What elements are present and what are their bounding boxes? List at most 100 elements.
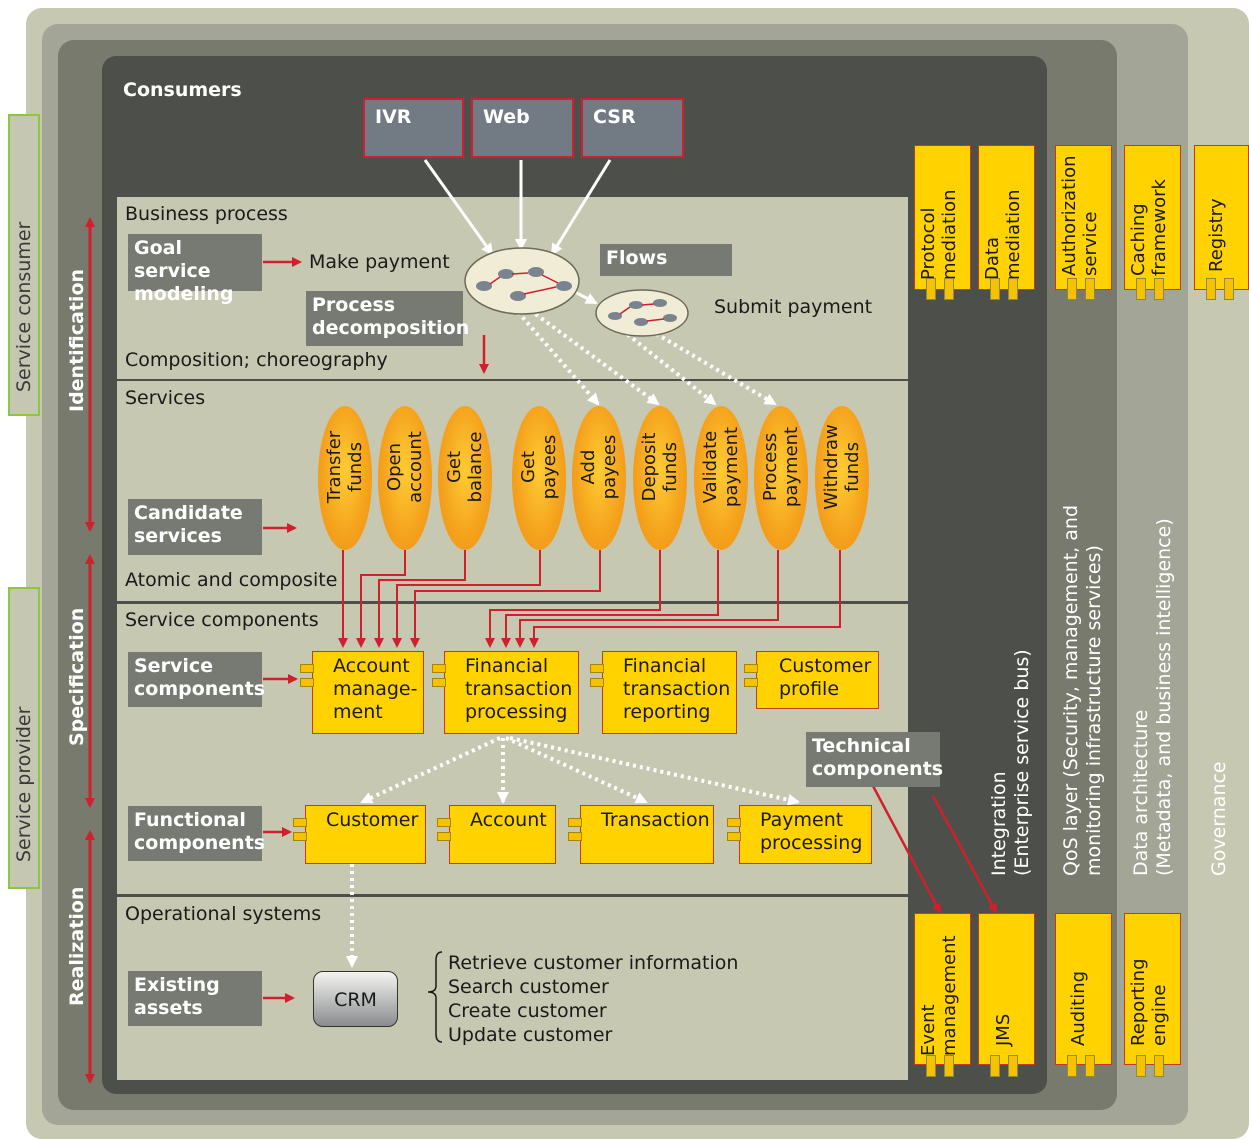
service-components-layer-label: Service components bbox=[125, 609, 319, 631]
data-architecture-label: Data architecture(Metadata, and business… bbox=[1130, 518, 1175, 876]
plug-icon bbox=[1067, 1055, 1077, 1077]
plug-icon bbox=[1154, 1055, 1164, 1077]
channel-web: Web bbox=[471, 98, 574, 158]
plug-icon bbox=[944, 278, 954, 300]
plug-icon bbox=[926, 278, 936, 300]
plug-icon bbox=[1067, 278, 1077, 300]
service-withdraw-funds bbox=[815, 406, 869, 550]
plug-icon bbox=[727, 818, 741, 827]
plug-icon bbox=[590, 664, 604, 673]
submit-payment-label: Submit payment bbox=[714, 296, 873, 318]
plug-icon bbox=[568, 832, 582, 841]
plug-icon bbox=[293, 818, 307, 827]
service-provider-box bbox=[8, 587, 40, 889]
atomic-composite-label: Atomic and composite bbox=[125, 569, 338, 591]
service-validate-payment bbox=[694, 406, 748, 550]
plug-icon bbox=[990, 278, 1000, 300]
component-account: Account bbox=[449, 805, 556, 864]
plug-icon bbox=[727, 832, 741, 841]
integration-protocol-mediation bbox=[914, 145, 971, 290]
composition-label: Composition; choreography bbox=[125, 349, 388, 371]
crm-box: CRM bbox=[313, 971, 398, 1027]
service-get-payees bbox=[512, 406, 566, 550]
crm-operations-list: Retrieve customer information Search cus… bbox=[448, 952, 739, 1046]
make-payment-label: Make payment bbox=[309, 251, 450, 273]
plug-icon bbox=[1008, 278, 1018, 300]
service-add-payees bbox=[572, 406, 626, 550]
plug-icon bbox=[1136, 1055, 1146, 1077]
plug-icon bbox=[432, 664, 446, 673]
plug-icon bbox=[1206, 278, 1216, 300]
channel-ivr: IVR bbox=[363, 98, 464, 158]
plug-icon bbox=[300, 678, 314, 687]
integration-label: Integration(Enterprise service bus) bbox=[988, 649, 1033, 876]
service-process-payment bbox=[754, 406, 808, 550]
plug-icon bbox=[437, 832, 451, 841]
service-consumer-box bbox=[8, 114, 40, 416]
qos-authorization-service bbox=[1055, 145, 1112, 290]
plug-icon bbox=[293, 832, 307, 841]
service-open-account bbox=[378, 406, 432, 550]
plug-icon bbox=[437, 818, 451, 827]
plug-icon bbox=[568, 818, 582, 827]
plug-icon bbox=[1008, 1055, 1018, 1077]
plug-icon bbox=[1085, 278, 1095, 300]
plug-icon bbox=[1085, 1055, 1095, 1077]
data-reporting-engine bbox=[1124, 913, 1181, 1065]
plug-icon bbox=[1224, 278, 1234, 300]
plug-icon bbox=[1136, 278, 1146, 300]
registry-label: Registry bbox=[1206, 198, 1227, 272]
plug-icon bbox=[590, 678, 604, 687]
integration-jms bbox=[978, 913, 1035, 1065]
channel-csr: CSR bbox=[581, 98, 684, 158]
consumers-label: Consumers bbox=[123, 79, 242, 101]
services-label: Services bbox=[125, 387, 206, 409]
business-process-label: Business process bbox=[125, 203, 288, 225]
auditing-label: Auditing bbox=[1068, 970, 1089, 1046]
integration-data-mediation bbox=[978, 145, 1035, 290]
jms-label: JMS bbox=[993, 1013, 1014, 1046]
service-get-balance bbox=[438, 406, 492, 550]
service-transfer-funds bbox=[318, 406, 372, 550]
integration-event-management bbox=[914, 913, 971, 1065]
flows-box: Flows bbox=[600, 244, 732, 276]
plug-icon bbox=[990, 1055, 1000, 1077]
qos-auditing bbox=[1055, 913, 1112, 1065]
plug-icon bbox=[944, 1055, 954, 1077]
plug-icon bbox=[1154, 278, 1164, 300]
operational-systems-label: Operational systems bbox=[125, 903, 322, 925]
data-caching-framework bbox=[1124, 145, 1181, 290]
governance-label: Governance bbox=[1208, 761, 1230, 876]
component-transaction: Transaction bbox=[580, 805, 714, 864]
plug-icon bbox=[432, 678, 446, 687]
plug-icon bbox=[744, 678, 758, 687]
component-customer: Customer bbox=[305, 805, 426, 864]
